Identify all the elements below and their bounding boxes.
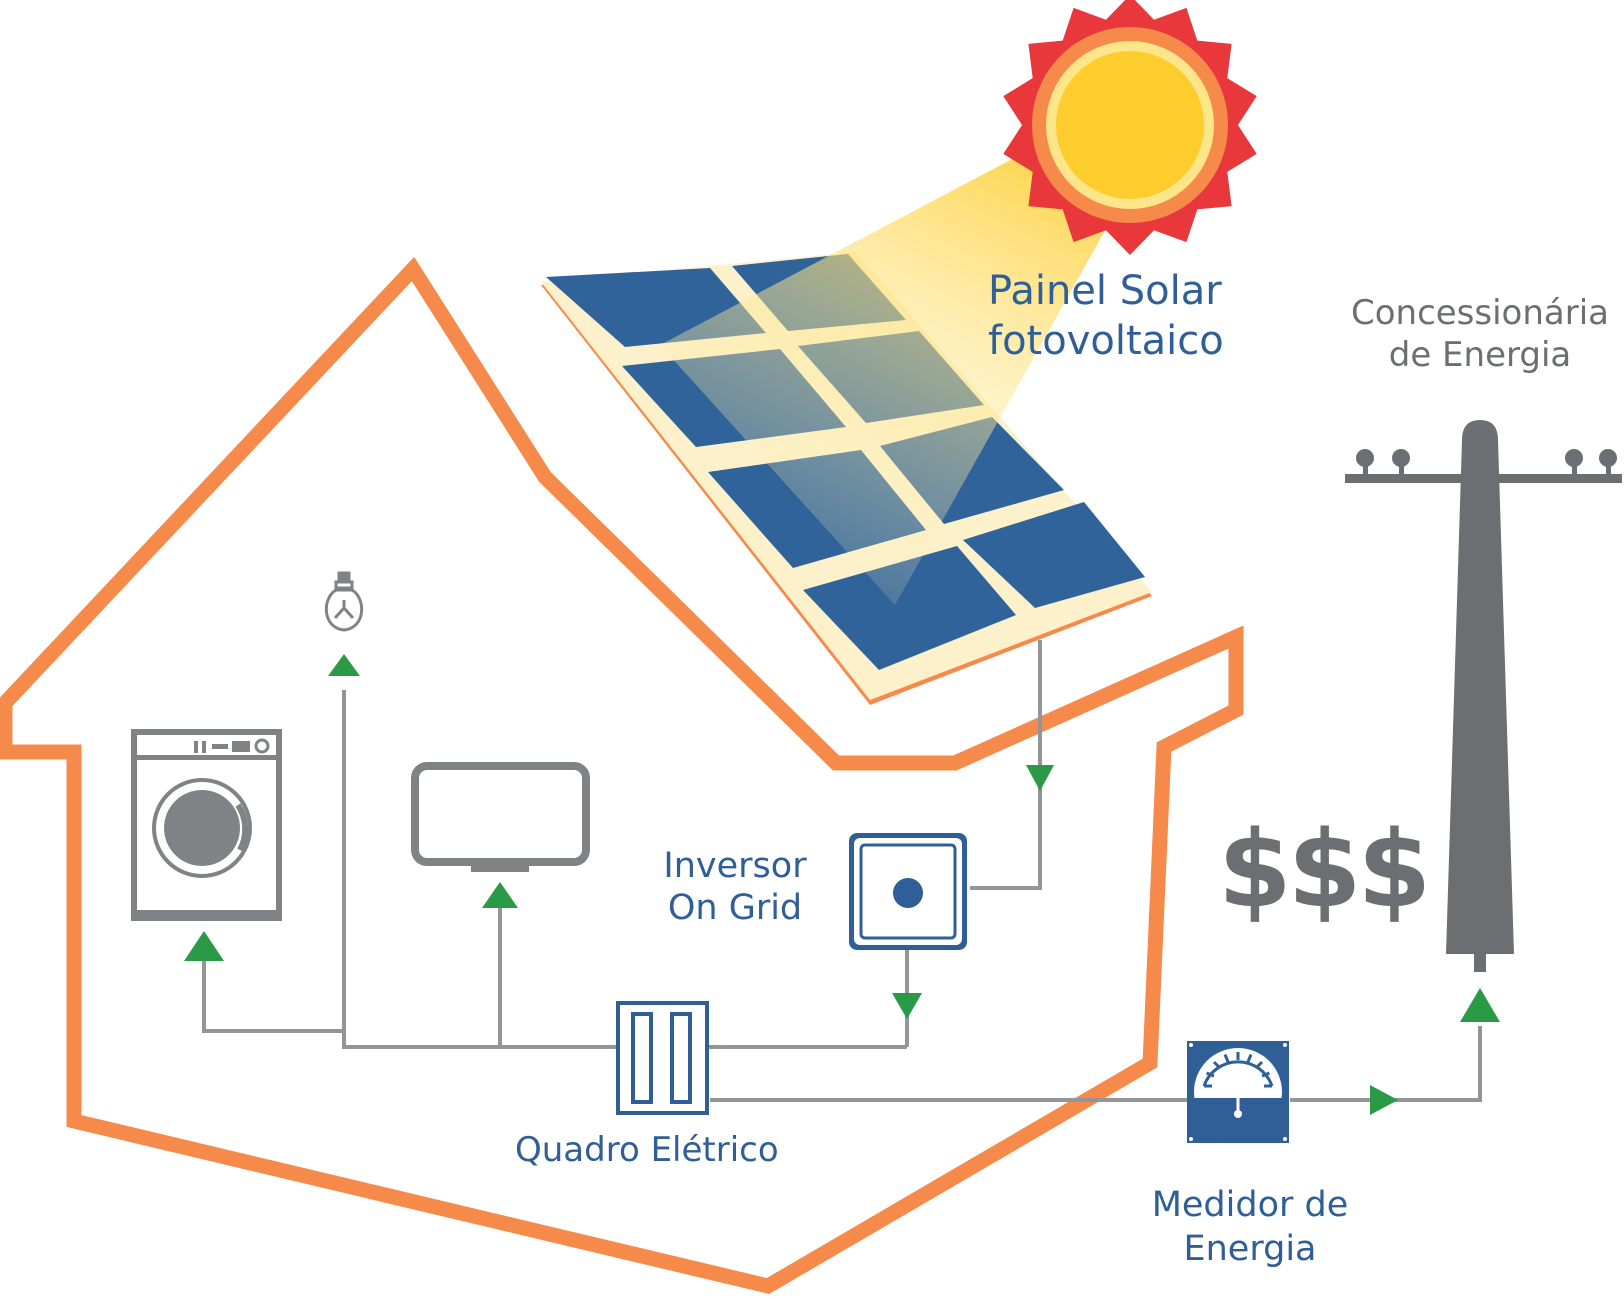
arrow-up-icon	[184, 931, 224, 961]
arrow-up-icon	[482, 882, 518, 908]
meter-scale	[1202, 1060, 1274, 1087]
arrow-down-icon	[1026, 765, 1054, 791]
inverter-icon	[849, 833, 967, 950]
arrow-up-icon	[1460, 988, 1500, 1022]
arrow-down-icon	[892, 993, 922, 1019]
washing-machine-icon	[131, 729, 282, 921]
money-symbol: $$$	[1218, 808, 1431, 931]
light-bulb-icon	[324, 571, 364, 632]
inverter-label-line1: Inversor	[663, 846, 807, 886]
meter-screw	[1283, 1137, 1287, 1141]
breaker-panel-label: Quadro Elétrico	[515, 1130, 779, 1170]
utility-pole-icon	[1345, 420, 1622, 972]
meter-label: Medidor de Energia	[1130, 1183, 1370, 1271]
utility-label-line1: Concessionária	[1350, 293, 1610, 333]
meter-lower	[1194, 1098, 1282, 1142]
arrow-right-icon	[1370, 1085, 1398, 1115]
meter-label-line2: Energia	[1183, 1229, 1317, 1269]
solar-panel-label: Painel Solar fotovoltaico	[988, 266, 1224, 366]
meter-tick	[1246, 1054, 1253, 1063]
meter-tick	[1206, 1071, 1215, 1078]
panel-cell	[963, 502, 1145, 608]
meter-label-line1: Medidor de	[1151, 1185, 1349, 1225]
solar-panel-label-line1: Painel Solar	[988, 268, 1222, 314]
meter-tick	[1261, 1071, 1270, 1078]
meter-pivot	[1234, 1110, 1242, 1118]
utility-label-line2: de Energia	[1388, 335, 1572, 375]
sunlight-beam	[660, 138, 1112, 605]
wiring	[202, 640, 1482, 1102]
sun-core	[1056, 51, 1204, 199]
solar-panel-label-line2: fotovoltaico	[988, 318, 1224, 364]
flow-arrows	[184, 654, 1500, 1115]
sun-icon	[1003, 0, 1257, 255]
meter-screw	[1189, 1043, 1193, 1047]
house-outline	[0, 256, 1244, 1294]
meter-screw	[1189, 1137, 1193, 1141]
energy-meter-icon	[1187, 1041, 1289, 1143]
tv-icon	[411, 762, 590, 872]
arrow-up-icon	[328, 654, 360, 676]
meter-tick	[1212, 1060, 1221, 1069]
breaker-panel-icon	[616, 1001, 709, 1115]
meter-screw	[1283, 1043, 1287, 1047]
meter-tick	[1255, 1060, 1264, 1069]
meter-tick	[1223, 1054, 1230, 1063]
inverter-label: Inversor On Grid	[650, 845, 820, 929]
inverter-label-line2: On Grid	[667, 888, 803, 928]
utility-label: Concessionária de Energia	[1340, 292, 1620, 376]
panel-cell	[803, 546, 1016, 670]
